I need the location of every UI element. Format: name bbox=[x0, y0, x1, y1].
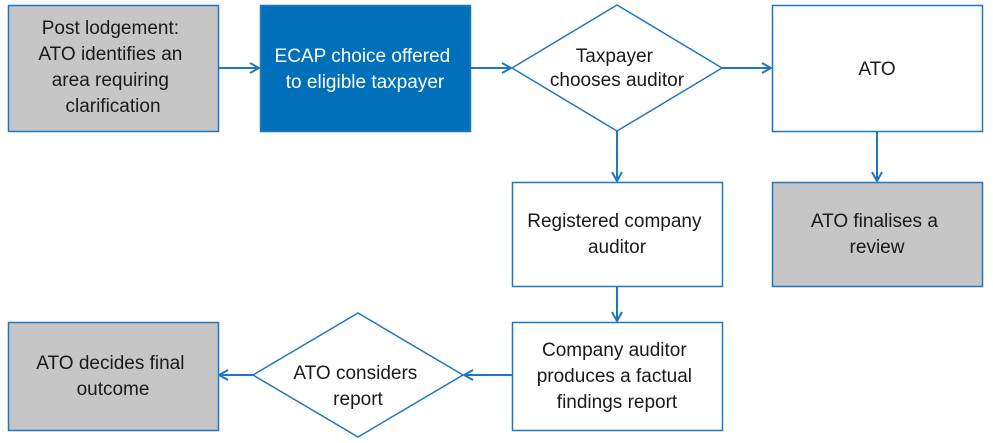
node-label-line: chooses auditor bbox=[550, 70, 685, 91]
node-label-line: report bbox=[333, 389, 383, 410]
node-label-line: Taxpayer bbox=[576, 46, 654, 67]
node-label-line: review bbox=[850, 237, 905, 258]
node-ato-finalises: ATO finalises a review bbox=[771, 181, 984, 288]
node-label-line: produces a factual bbox=[537, 366, 692, 387]
svg-text:ATO: ATO bbox=[858, 59, 895, 80]
svg-text:ATO decides final outcom: ATO decides final outcome bbox=[36, 353, 190, 400]
node-label-line: clarification bbox=[65, 96, 160, 117]
svg-text:Taxpayer chooses auditor: Taxpayer chooses auditor bbox=[550, 46, 685, 91]
node-label-line: findings report bbox=[557, 392, 678, 413]
node-post-lodgement: Post lodgement: ATO identifies an area r… bbox=[7, 4, 220, 133]
node-label-line: area requiring bbox=[52, 70, 169, 91]
node-label-line: Post lodgement: bbox=[42, 18, 179, 39]
node-label-line: ATO considers bbox=[293, 363, 417, 384]
decision-ato-considers: ATO considers report bbox=[251, 312, 465, 438]
svg-text:ATO considers report: ATO considers report bbox=[293, 363, 422, 410]
node-ato-decides: ATO decides final outcome bbox=[7, 321, 220, 432]
node-label-line: ATO finalises a bbox=[811, 211, 939, 232]
node-ecap-choice: ECAP choice offered to eligible taxpayer bbox=[259, 4, 472, 133]
node-label-line: Company auditor bbox=[542, 340, 687, 361]
node-label-line: auditor bbox=[588, 237, 647, 258]
svg-text:Registered company audit: Registered company auditor bbox=[527, 211, 707, 258]
node-ato: ATO bbox=[771, 4, 984, 133]
svg-text:ATO finalises a review: ATO finalises a review bbox=[811, 211, 943, 258]
node-label-line: ATO decides final bbox=[36, 353, 184, 374]
node-label-line: ATO identifies an bbox=[38, 44, 182, 65]
decision-taxpayer-chooses: Taxpayer chooses auditor bbox=[510, 4, 724, 132]
node-label-line: ECAP choice offered bbox=[275, 46, 451, 67]
node-registered-auditor: Registered company auditor bbox=[511, 181, 724, 288]
svg-text:ECAP choice offered to e: ECAP choice offered to eligible taxpayer bbox=[275, 46, 456, 93]
node-findings-report: Company auditor produces a factual findi… bbox=[511, 321, 724, 432]
svg-text:Post lodgement: ATO iden: Post lodgement: ATO identifies an area r… bbox=[38, 18, 187, 117]
node-label-line: to eligible taxpayer bbox=[286, 72, 445, 93]
node-label-line: outcome bbox=[77, 379, 150, 400]
node-label-line: Registered company bbox=[527, 211, 702, 232]
node-label-line: ATO bbox=[858, 59, 895, 80]
svg-text:Company auditor produces: Company auditor produces a factual findi… bbox=[537, 340, 698, 413]
